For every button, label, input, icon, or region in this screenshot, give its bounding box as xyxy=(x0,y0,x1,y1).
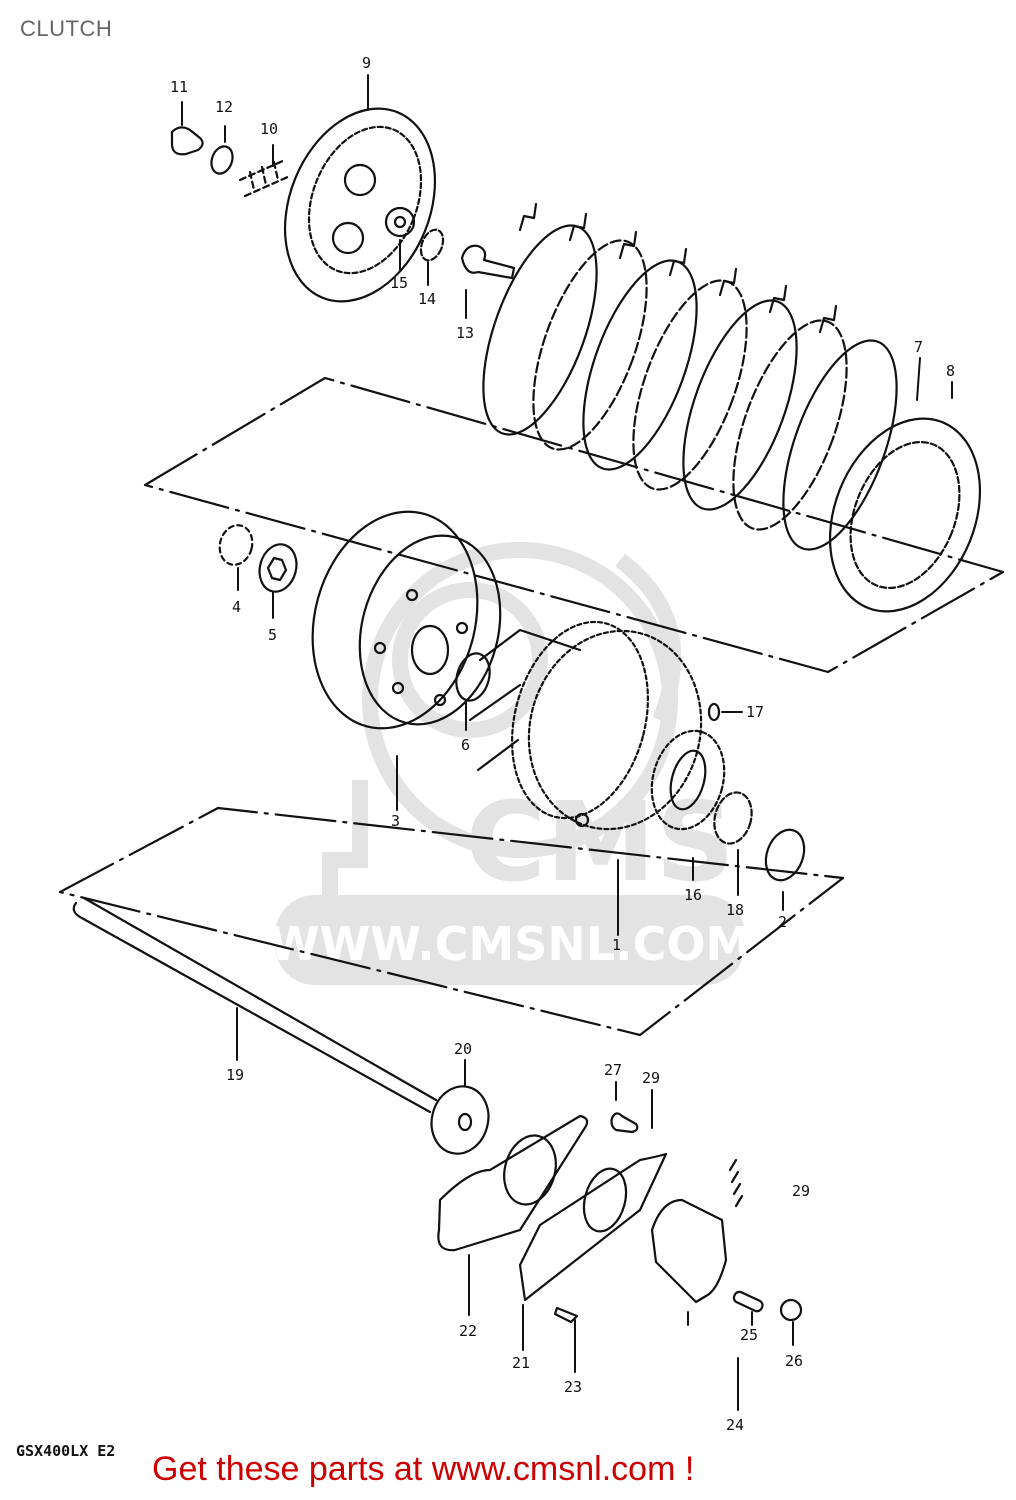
callout-21: 21 xyxy=(512,1354,530,1372)
pin-part-25 xyxy=(732,1290,764,1313)
bolt-part-23 xyxy=(553,1306,579,1324)
callout-4: 4 xyxy=(232,598,241,616)
lock-washer-part-5 xyxy=(258,543,298,593)
gasket-part-21 xyxy=(518,1152,668,1302)
svg-text:CMS: CMS xyxy=(465,778,734,906)
callout-26: 26 xyxy=(785,1352,803,1370)
callout-16: 16 xyxy=(684,886,702,904)
cover-part-22 xyxy=(437,1114,589,1252)
callout-25: 25 xyxy=(740,1326,758,1344)
washer-part-6 xyxy=(455,652,491,702)
spacer-part-18 xyxy=(713,791,753,845)
callout-24: 24 xyxy=(726,1416,744,1434)
pressure-plate-part-9 xyxy=(283,107,437,303)
callout-13: 13 xyxy=(456,324,474,342)
release-pinion-part-24 xyxy=(650,1198,728,1304)
callout-10: 10 xyxy=(260,120,278,138)
leader-lines xyxy=(181,74,953,1411)
callout-17: 17 xyxy=(746,703,764,721)
bolt-part-27 xyxy=(610,1112,639,1134)
callout-6: 6 xyxy=(461,736,470,754)
clutch-sleeve-hub-part-3 xyxy=(311,510,502,730)
model-code: GSX400LX E2 xyxy=(16,1442,116,1460)
washer-part-12 xyxy=(210,145,234,175)
release-rack-part-13 xyxy=(460,244,516,280)
primary-driven-gear-part-1 xyxy=(468,620,703,831)
callout-19: 19 xyxy=(226,1066,244,1084)
bearing-part-14 xyxy=(419,228,445,262)
callout-5: 5 xyxy=(268,626,277,644)
thrust-washer-part-2 xyxy=(764,828,806,882)
callout-9: 9 xyxy=(362,54,371,72)
clutch-plates-part-7-8 xyxy=(482,202,982,613)
callout-22: 22 xyxy=(459,1322,477,1340)
callout-29a: 29 xyxy=(642,1069,660,1087)
callout-12: 12 xyxy=(215,98,233,116)
bolt-part-11 xyxy=(170,126,204,156)
pin-part-17 xyxy=(707,702,721,722)
callout-23: 23 xyxy=(564,1378,582,1396)
assembly-frame-lower xyxy=(58,806,845,1037)
callout-11: 11 xyxy=(170,78,188,96)
page-title: CLUTCH xyxy=(20,16,113,41)
callout-20: 20 xyxy=(454,1040,472,1058)
promo-link[interactable]: Get these parts at www.cmsnl.com ! xyxy=(152,1450,695,1488)
callout-2: 2 xyxy=(778,913,787,931)
callout-29b: 29 xyxy=(792,1182,810,1200)
push-rod-part-19 xyxy=(72,896,438,1114)
callout-15: 15 xyxy=(390,274,408,292)
callout-3: 3 xyxy=(391,812,400,830)
nut-part-26 xyxy=(779,1298,803,1322)
callout-1: 1 xyxy=(612,936,621,954)
callout-14: 14 xyxy=(418,290,436,308)
callout-18: 18 xyxy=(726,901,744,919)
assembly-frame-upper xyxy=(143,376,1005,674)
callout-27: 27 xyxy=(604,1061,622,1079)
watermark xyxy=(322,542,682,920)
callout-7: 7 xyxy=(914,338,923,356)
part-callouts: 9 11 12 10 15 14 13 7 8 4 5 6 3 17 1 16 … xyxy=(170,54,955,1434)
oil-pump-drive-gear-part-16 xyxy=(650,729,726,831)
oil-seal-part-20 xyxy=(430,1085,490,1155)
nut-part-4 xyxy=(218,524,254,566)
callout-8: 8 xyxy=(946,362,955,380)
spring-part-29 xyxy=(728,1158,744,1208)
watermark-logo: WWW.CMSNL.COM CMS xyxy=(269,778,752,985)
svg-text:WWW.CMSNL.COM: WWW.CMSNL.COM xyxy=(269,917,752,971)
spring-part-10 xyxy=(238,158,292,198)
